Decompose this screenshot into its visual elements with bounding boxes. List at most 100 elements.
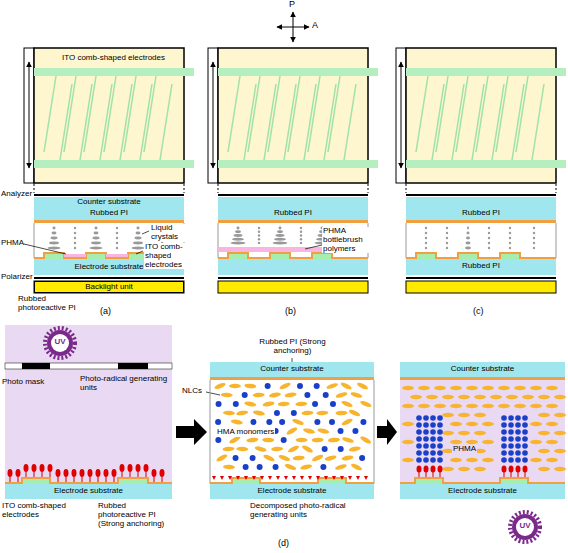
- illustration-part: [48, 464, 53, 472]
- illustration-part: [426, 472, 427, 477]
- part-label: ITO comb-shaped electrodes: [144, 243, 190, 269]
- illustration-part: [416, 457, 422, 463]
- illustration-part: [416, 422, 422, 428]
- illustration-part: [74, 242, 76, 244]
- illustration-part: [416, 415, 422, 421]
- illustration-part: [296, 438, 308, 442]
- illustration-part: [162, 477, 163, 482]
- illustration-part: [442, 413, 454, 417]
- illustration-part: [423, 429, 429, 435]
- illustration-part: [18, 477, 19, 482]
- illustration-part: [244, 476, 248, 480]
- substrate-band: Counter substrate: [210, 362, 374, 377]
- illustration-part: [402, 404, 414, 408]
- illustration-part: [530, 386, 542, 390]
- illustration-part: [364, 476, 368, 480]
- illustration-part: [223, 410, 235, 415]
- illustration-part: [359, 400, 372, 409]
- illustration-part: [423, 457, 429, 463]
- illustration-part: [474, 431, 486, 435]
- band-label: Counter substrate: [400, 365, 565, 374]
- illustration-part: [516, 466, 521, 473]
- illustration-part: [501, 436, 507, 442]
- illustration-part: [335, 463, 348, 471]
- illustration-part: [446, 242, 448, 244]
- illustration-part: [329, 419, 335, 425]
- illustration-part: [215, 437, 221, 443]
- illustration-part: [276, 234, 285, 237]
- illustration-part: [10, 477, 11, 482]
- illustration-part: [273, 464, 279, 470]
- illustration-part: [274, 238, 286, 241]
- part-label: ITO comb-shaped electrodes: [62, 54, 165, 63]
- illustration-part: [442, 431, 454, 435]
- illustration-part: [250, 455, 256, 461]
- illustration-part: [501, 429, 507, 435]
- illustration-part: [410, 395, 422, 399]
- illustration-part: [292, 418, 305, 426]
- illustration-part: [295, 401, 307, 406]
- illustration-part: [146, 472, 147, 477]
- part-label: A: [312, 21, 318, 31]
- illustration-part: [423, 450, 429, 456]
- illustration-part: [466, 386, 478, 390]
- illustration-part: [152, 469, 157, 477]
- illustration-part: [423, 415, 429, 421]
- illustration-part: [440, 472, 441, 477]
- illustration-part: [482, 386, 494, 390]
- illustration-part: [278, 454, 291, 462]
- illustration-part: [212, 476, 216, 480]
- illustration-part: [277, 230, 283, 233]
- illustration-part: [312, 438, 324, 443]
- band-label: Electrode substrate: [400, 487, 565, 496]
- illustration-part: [52, 232, 57, 235]
- illustration-part: [49, 242, 59, 245]
- illustration-part: [135, 237, 142, 240]
- illustration-part: [423, 422, 429, 428]
- illustration-part: [300, 476, 304, 480]
- illustration-part: [340, 381, 353, 391]
- illustration-part: [258, 227, 260, 229]
- illustration-part: [511, 472, 512, 477]
- illustration-part: [214, 382, 227, 391]
- mask-block: [118, 363, 148, 369]
- illustration-part: [338, 446, 344, 452]
- illustration-part: [442, 467, 454, 471]
- illustration-part: [72, 469, 77, 477]
- illustration-part: [488, 227, 490, 229]
- illustration-part: [258, 234, 260, 236]
- illustration-part: [433, 472, 434, 477]
- illustration-part: [501, 457, 507, 463]
- illustration-part: [32, 464, 37, 472]
- cross-section-c: [406, 194, 556, 293]
- illustration-part: [359, 435, 372, 445]
- illustration-part: [90, 247, 103, 250]
- illustration-part: [322, 446, 328, 452]
- illustration-part: [348, 446, 361, 453]
- illustration-part: [341, 400, 354, 409]
- illustration-part: [418, 386, 430, 390]
- illustration-part: [488, 247, 490, 249]
- illustration-part: [133, 242, 143, 245]
- illustration-part: [510, 512, 540, 542]
- illustration-part: [508, 422, 514, 428]
- illustration-part: [430, 450, 436, 456]
- illustration-part: [360, 419, 366, 425]
- illustration-part: [515, 457, 521, 463]
- illustration-part: [515, 450, 521, 456]
- illustration-part: [446, 232, 448, 234]
- illustration-part: [509, 242, 511, 244]
- illustration-part: [530, 458, 542, 462]
- rubbed-pi: [400, 377, 565, 380]
- illustration-part: [450, 422, 462, 426]
- rubbed-pi: [210, 377, 374, 380]
- illustration-part: [518, 472, 519, 477]
- illustration-part: [271, 446, 283, 451]
- illustration-part: [233, 455, 239, 461]
- illustration-part: [509, 232, 511, 234]
- illustration-part: [446, 227, 448, 229]
- illustration-part: [466, 404, 478, 408]
- illustration-part: [418, 404, 430, 408]
- illustration-part: [509, 227, 511, 229]
- substrate-band: Electrode substrate: [210, 484, 374, 499]
